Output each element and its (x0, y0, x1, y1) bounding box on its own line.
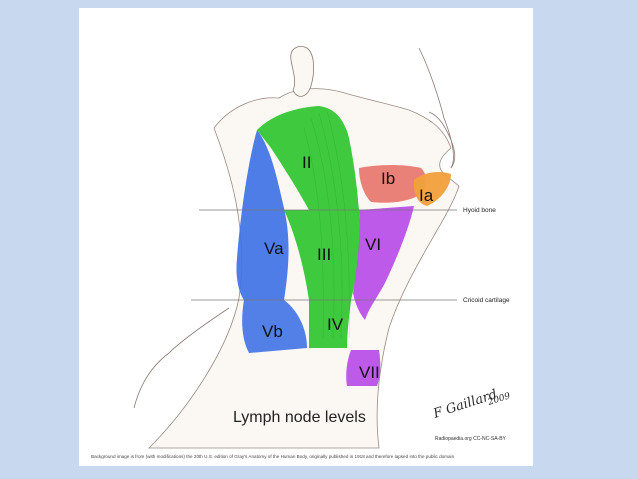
label-level-Ib: Ib (381, 169, 395, 188)
label-level-VI: VI (365, 235, 381, 254)
cricoid-label: Cricoid cartilage (463, 297, 510, 304)
credit-short: Radiopaedia.org CC-NC-SA-BY (435, 436, 507, 442)
label-level-Ia: Ia (419, 186, 434, 205)
label-level-III: III (317, 245, 331, 264)
label-level-Vb: Vb (262, 322, 283, 341)
credit-long: Background image is from (with modificat… (91, 454, 455, 459)
hyoid-label: Hyoid bone (463, 207, 496, 214)
label-level-VII: VII (359, 363, 380, 382)
label-level-II: II (302, 153, 311, 172)
label-level-IV: IV (327, 315, 344, 334)
figure-title: Lymph node levels (233, 409, 366, 426)
ear (291, 47, 314, 97)
slide: Hyoid bone Cricoid cartilage II Ib Ia Va… (79, 8, 533, 466)
label-level-Va: Va (264, 239, 284, 258)
lymph-node-diagram: Hyoid bone Cricoid cartilage II Ib Ia Va… (79, 8, 533, 466)
